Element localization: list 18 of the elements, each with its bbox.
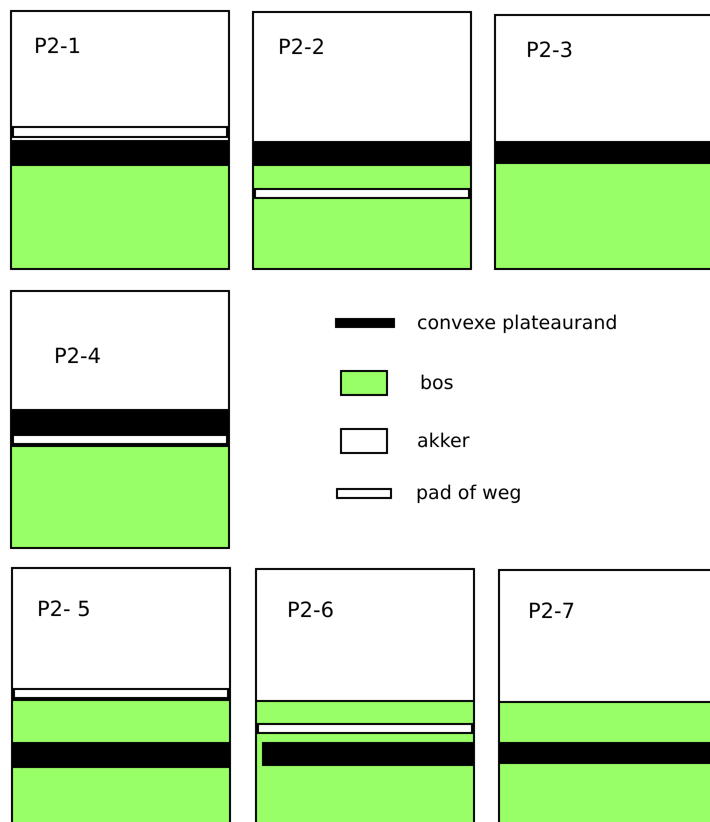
profile-panel (255, 568, 475, 822)
legend-label: akker (417, 430, 470, 452)
panel-label: P2- 5 (37, 597, 91, 621)
legend-label: bos (420, 372, 454, 394)
panel-label: P2-1 (34, 34, 81, 58)
panel-label: P2-7 (528, 599, 575, 623)
legend-label: convexe plateaurand (417, 312, 618, 334)
profile-panel (10, 290, 230, 549)
profile-panel (494, 14, 710, 270)
profile-panel (252, 11, 472, 270)
profile-panel (10, 10, 230, 270)
panel-label: P2-3 (526, 38, 573, 62)
panel-label: P2-6 (287, 598, 334, 622)
profile-panel (498, 569, 710, 822)
panel-label: P2-4 (54, 344, 101, 368)
panel-label: P2-2 (278, 35, 325, 59)
profile-panel (11, 567, 231, 822)
legend-label: pad of weg (416, 482, 522, 504)
